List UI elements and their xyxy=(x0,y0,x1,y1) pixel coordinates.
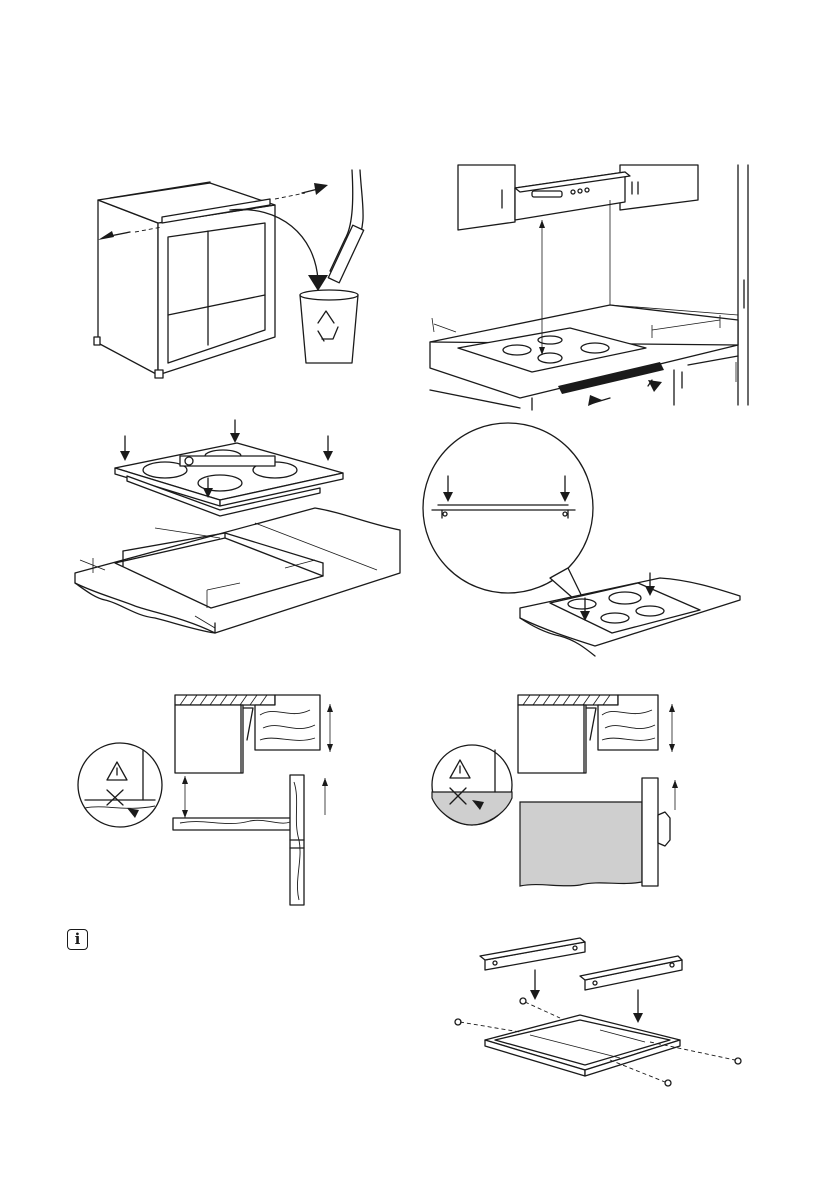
figure-cooktop-clearances xyxy=(420,160,750,410)
figure-protection-box-assembly xyxy=(450,930,750,1100)
figure-installation-over-cabinet xyxy=(75,690,350,910)
figure-remove-cabinet-strip xyxy=(90,165,390,380)
figure-cutout-dimensions xyxy=(65,418,405,648)
figure-seal-installation xyxy=(420,418,750,658)
info-icon: i xyxy=(67,929,88,950)
figure-installation-over-oven xyxy=(430,690,700,910)
